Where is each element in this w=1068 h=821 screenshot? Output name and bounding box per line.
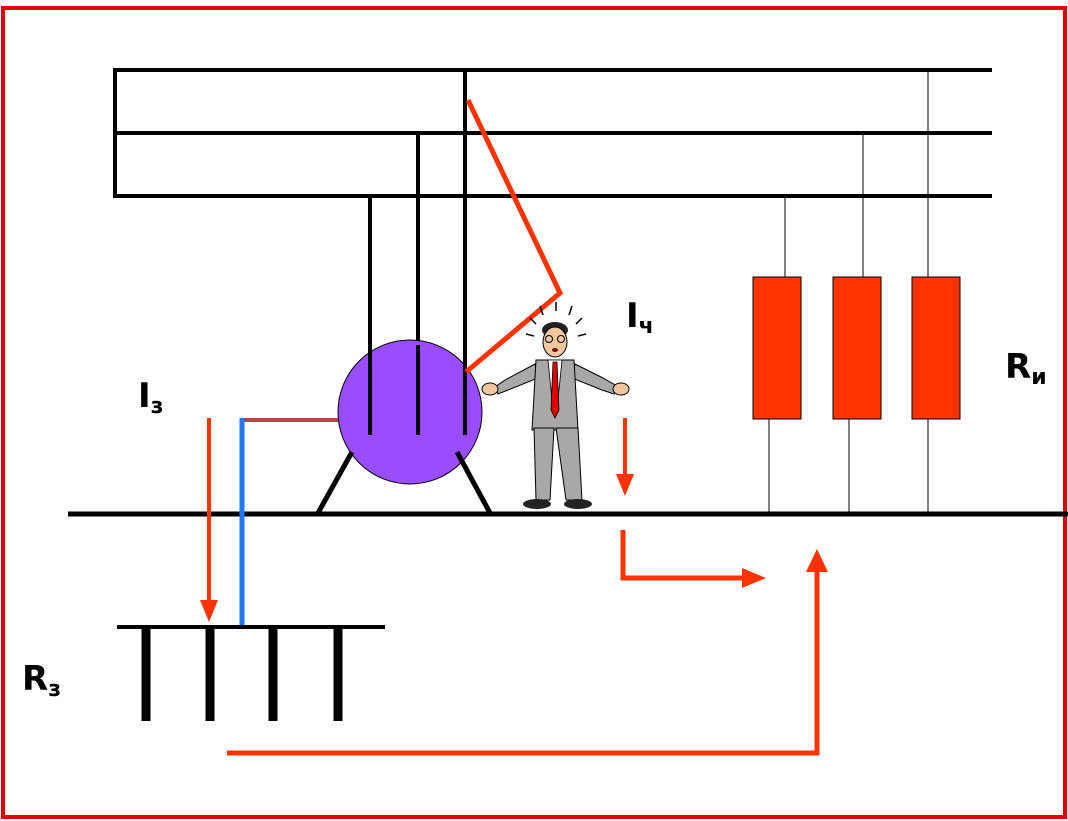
person-tie — [550, 361, 560, 419]
earth-current-arrow — [200, 418, 218, 622]
motor-leg-left — [315, 450, 355, 515]
person-arm-left — [494, 363, 539, 395]
person-shoe-right — [564, 499, 592, 509]
diagram-frame — [1, 6, 1067, 819]
phase-bus-lines — [113, 68, 992, 198]
person-hand-left — [481, 382, 499, 396]
person-shoe-left — [523, 499, 551, 509]
earth-return-line — [227, 568, 820, 756]
motor-housing-icon — [337, 339, 483, 485]
label-earth-resistance: Rз — [22, 659, 61, 702]
fault-path — [464, 98, 564, 374]
body-return-arrow-head — [742, 568, 766, 588]
person-leg-right — [555, 427, 583, 501]
earth-electrode — [117, 625, 385, 721]
body-current-arrow — [616, 418, 634, 496]
earth-current-arrow-head — [200, 600, 218, 622]
resistor-2-icon — [832, 276, 882, 420]
body-return-path — [620, 530, 766, 588]
label-body-current: Iч — [626, 296, 654, 339]
motor — [315, 339, 493, 515]
label-insulation-resistance: Rи — [1005, 347, 1047, 390]
person-arm-right — [571, 363, 618, 395]
shock-lines — [525, 302, 587, 337]
person-leg-left — [533, 427, 555, 501]
earth-return-arrow-head — [806, 549, 828, 572]
label-earth-current: Iз — [138, 376, 163, 419]
earth-return-path — [227, 549, 828, 756]
person-head — [542, 326, 568, 358]
resistor-1-icon — [752, 276, 802, 420]
body-current-arrow-head — [616, 474, 634, 496]
resistor-3-icon — [911, 276, 961, 420]
person-hand-right — [612, 382, 630, 396]
person-icon — [481, 302, 630, 509]
body-return-line — [620, 530, 745, 581]
insulation-resistors — [752, 70, 961, 512]
motor-leg-right — [454, 450, 493, 515]
